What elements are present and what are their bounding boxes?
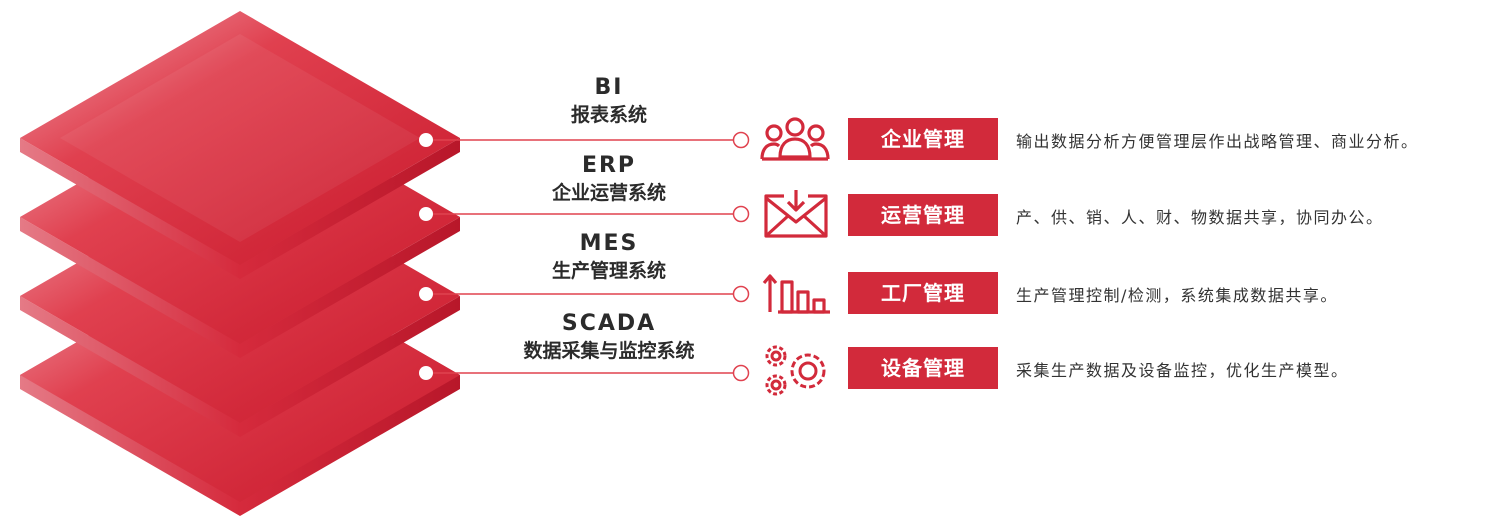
layer-code: BI — [594, 75, 624, 100]
layer-plate-1 — [20, 11, 460, 279]
layer-label-bi: BI 报表系统 — [499, 74, 719, 128]
badge-equipment-management: 设备管理 — [848, 347, 998, 389]
layer-label-scada: SCADA 数据采集与监控系统 — [484, 310, 734, 364]
layer-name: 数据采集与监控系统 — [523, 340, 695, 362]
connector-end-1 — [732, 131, 750, 149]
description-text: 输出数据分析方便管理层作出战略管理、商业分析。 — [1016, 132, 1419, 151]
description-text: 采集生产数据及设备监控，优化生产模型。 — [1016, 361, 1349, 380]
layer-name: 企业运营系统 — [551, 182, 666, 204]
layer-name: 报表系统 — [570, 104, 647, 126]
layer-code: MES — [579, 231, 639, 256]
badge-factory-management: 工厂管理 — [848, 272, 998, 314]
layer-dot-1 — [419, 133, 433, 147]
bar-chart-arrow-icon — [762, 274, 830, 314]
layer-label-mes: MES 生产管理系统 — [499, 230, 719, 284]
connector-end-2 — [732, 205, 750, 223]
layer-dot-3 — [419, 287, 433, 301]
layer-code: SCADA — [561, 311, 657, 336]
layer-code: ERP — [581, 153, 637, 178]
description-text: 生产管理控制/检测，系统集成数据共享。 — [1016, 286, 1338, 305]
gears-icon — [765, 345, 826, 396]
connector-lines — [426, 139, 733, 374]
mail-download-icon — [764, 190, 828, 238]
badge-operation-management: 运营管理 — [848, 194, 998, 236]
badge-enterprise-management: 企业管理 — [848, 118, 998, 160]
layer-label-erp: ERP 企业运营系统 — [499, 152, 719, 206]
connector-end-3 — [732, 285, 750, 303]
layer-dot-2 — [419, 207, 433, 221]
connector-end-4 — [732, 364, 750, 382]
layer-name: 生产管理系统 — [551, 260, 666, 282]
people-group-icon — [760, 117, 830, 161]
layer-dot-4 — [419, 366, 433, 380]
description-text: 产、供、销、人、财、物数据共享，协同办公。 — [1016, 208, 1384, 227]
